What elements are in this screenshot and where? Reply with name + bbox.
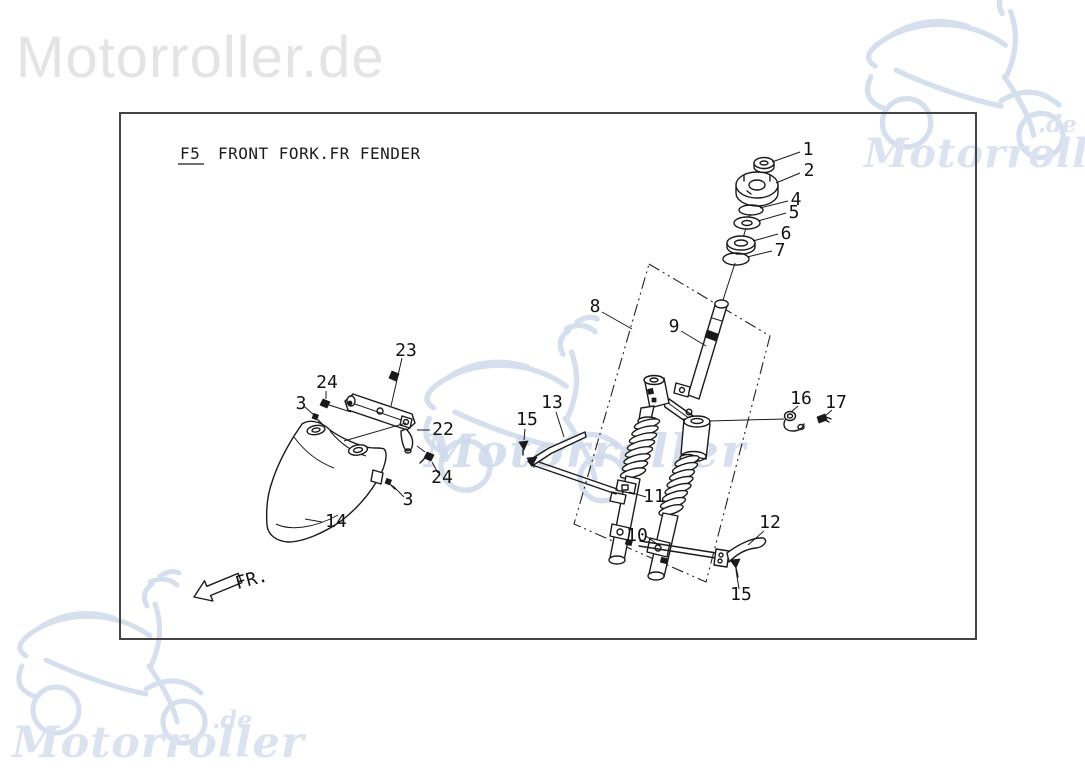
part-label-10: 10 <box>626 525 648 546</box>
part-label-2: 2 <box>804 160 815 181</box>
part-label-15b: 15 <box>730 584 752 605</box>
part-label-24a: 24 <box>316 372 338 393</box>
watermark-domain-top-right: .de <box>1038 111 1077 138</box>
fork-crown <box>643 374 711 463</box>
part-label-13: 13 <box>541 392 563 413</box>
part-label-11: 11 <box>643 486 665 507</box>
part-6-washer <box>726 235 756 255</box>
part-8-assembly-outline <box>573 263 771 583</box>
part-label-6: 6 <box>781 223 792 244</box>
watermark-motorroller-de-text: Motorroller.de <box>16 25 385 90</box>
part-label-24b: 24 <box>431 467 453 488</box>
diagram-title: FRONT FORK.FR FENDER <box>218 144 421 163</box>
part-11-clamp <box>609 479 637 505</box>
watermark-domain-bottom-left: .de <box>212 705 252 734</box>
left-fork-leg <box>608 405 661 565</box>
part-label-22: 22 <box>432 419 454 440</box>
part-4-ring <box>738 204 764 216</box>
part-22-bracket <box>344 393 416 454</box>
part-12-lever <box>638 537 767 568</box>
part-label-15a: 15 <box>516 409 538 430</box>
part-17-bolt <box>816 413 832 424</box>
diagram-border <box>119 112 977 640</box>
part-label-14: 14 <box>325 511 347 532</box>
part-label-3a: 3 <box>296 393 307 414</box>
leader-lines <box>304 151 833 590</box>
part-24-bolt-upper <box>319 398 352 413</box>
part-label-3b: 3 <box>403 489 414 510</box>
part-label-12: 12 <box>759 512 781 533</box>
part-label-7: 7 <box>775 240 786 261</box>
watermark-brand-top-right: Motorroller <box>862 130 1085 177</box>
part-label-17: 17 <box>825 392 847 413</box>
part-label-5: 5 <box>789 202 800 223</box>
watermark-brand-bottom-left: Motorroller <box>10 718 307 768</box>
part-16-clamp <box>783 410 805 432</box>
part-7-oring <box>722 252 750 266</box>
part-13-lever <box>526 431 587 467</box>
part-labels: 1 2 4 5 6 7 8 9 10 11 12 13 14 15 15 16 … <box>296 139 847 605</box>
part-2-steering-nut <box>735 171 779 207</box>
part-5-washer <box>733 216 761 230</box>
leader-16-long <box>708 418 785 422</box>
part-9-steering-stem <box>687 299 729 400</box>
part-14-fender <box>265 420 387 543</box>
part-15-screw-bottom <box>729 558 741 578</box>
fr-direction-arrow-icon <box>193 572 243 602</box>
part-label-8: 8 <box>590 296 601 317</box>
assembly-line <box>343 422 407 442</box>
part-23-bolt <box>388 357 403 407</box>
part-1-nut <box>753 156 775 174</box>
part-label-16: 16 <box>790 388 812 409</box>
fr-direction-label: FR. <box>233 565 270 594</box>
part-3-bolt-lower <box>384 478 396 490</box>
part-label-4: 4 <box>791 189 802 210</box>
part-label-23: 23 <box>395 340 417 361</box>
diagram-code: F5 <box>180 144 200 163</box>
part-24-bolt-lower <box>416 445 435 464</box>
part-15-screw-left <box>518 440 529 456</box>
part-label-1: 1 <box>803 139 814 160</box>
part-label-9: 9 <box>669 316 680 337</box>
